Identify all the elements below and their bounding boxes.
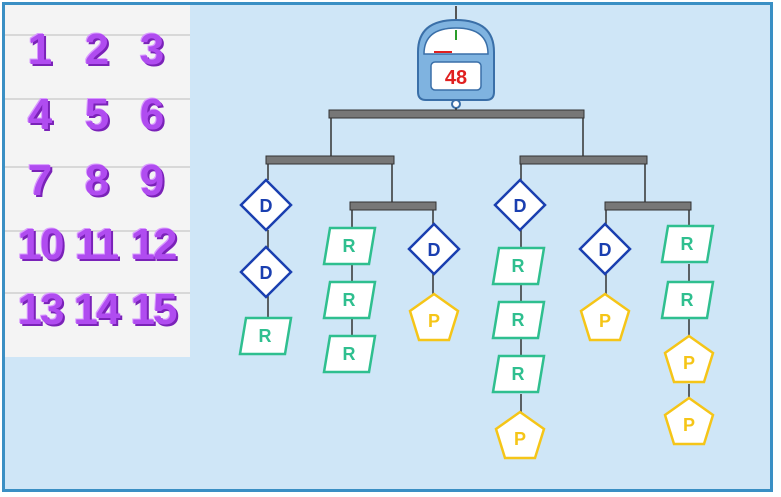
- remainder-node-label: R: [681, 290, 694, 310]
- number-tile-7[interactable]: 7: [27, 156, 52, 205]
- number-tile-11[interactable]: 11: [74, 220, 120, 269]
- remainder-nodes: [238, 224, 715, 394]
- remainder-node-label: R: [512, 256, 525, 276]
- number-tile-9[interactable]: 9: [139, 156, 164, 205]
- number-tile-15[interactable]: 15: [130, 285, 178, 334]
- tree-lines: [267, 108, 690, 412]
- prime-node-label: P: [683, 415, 695, 435]
- scale-icon: [417, 6, 495, 109]
- number-tile-8[interactable]: 8: [84, 156, 109, 205]
- number-tile-14[interactable]: 14: [73, 285, 121, 334]
- prime-node-label: P: [599, 311, 611, 331]
- palette-shelf: [5, 98, 190, 100]
- remainder-node-label: R: [681, 234, 694, 254]
- remainder-node-label: R: [343, 290, 356, 310]
- remainder-node-label: R: [512, 310, 525, 330]
- divider-node-label: D: [260, 263, 273, 283]
- divider-node-label: D: [599, 240, 612, 260]
- remainder-node-label: R: [343, 236, 356, 256]
- palette-shelf: [5, 230, 190, 232]
- number-tile-10[interactable]: 10: [17, 220, 65, 269]
- remainder-node-label: R: [343, 344, 356, 364]
- palette-shelf: [5, 166, 190, 168]
- number-tile-4[interactable]: 4: [27, 90, 52, 139]
- number-tile-2[interactable]: 2: [84, 25, 109, 74]
- divider-node-label: D: [260, 196, 273, 216]
- number-tile-3[interactable]: 3: [139, 25, 164, 74]
- number-tile-5[interactable]: 5: [84, 90, 109, 139]
- number-tile-13[interactable]: 13: [17, 285, 65, 334]
- remainder-node-label: R: [512, 364, 525, 384]
- number-tile-6[interactable]: 6: [139, 90, 164, 139]
- divider-nodes: [239, 178, 632, 299]
- palette-shelf: [5, 292, 190, 294]
- remainder-node-label: R: [259, 326, 272, 346]
- prime-nodes: [408, 292, 715, 460]
- divider-node-label: D: [428, 240, 441, 260]
- divider-node-label: D: [514, 196, 527, 216]
- scale-readout: 48: [445, 67, 467, 89]
- prime-node-label: P: [428, 311, 440, 331]
- number-tile-1[interactable]: 1: [27, 25, 52, 74]
- tree-bars: [265, 109, 692, 211]
- palette-shelf: [5, 34, 190, 36]
- number-tile-12[interactable]: 12: [130, 220, 178, 269]
- prime-node-label: P: [514, 429, 526, 449]
- prime-node-label: P: [683, 353, 695, 373]
- number-palette: [5, 5, 190, 357]
